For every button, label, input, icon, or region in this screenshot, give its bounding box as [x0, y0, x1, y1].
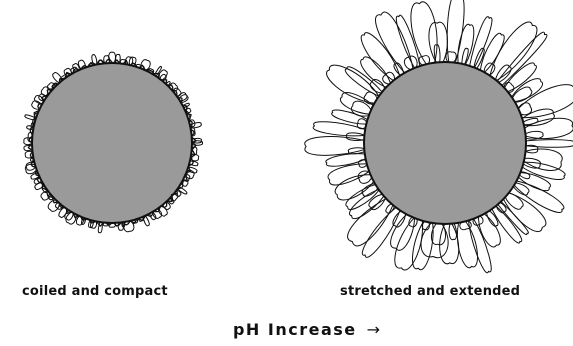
- extended-chain: [362, 207, 400, 257]
- extended-chain-inner: [346, 133, 365, 141]
- coiled-particle: [24, 52, 203, 233]
- particle-core-right: [364, 62, 526, 224]
- extended-chain: [525, 140, 573, 148]
- extended-chain: [327, 65, 380, 103]
- extended-chain: [305, 137, 365, 156]
- ph-axis: pH Increase →: [0, 320, 573, 339]
- extended-chain: [332, 110, 369, 124]
- extended-particle: [305, 0, 573, 273]
- particle-core-left: [32, 63, 192, 223]
- extended-chain: [429, 22, 448, 63]
- extended-chain: [492, 205, 522, 243]
- extended-chain: [490, 22, 537, 81]
- extended-chain-inner: [462, 48, 468, 65]
- extended-chain: [518, 172, 551, 190]
- axis-label: pH Increase: [233, 320, 357, 339]
- extended-chain: [497, 201, 528, 235]
- extended-chain: [522, 162, 566, 179]
- caption-extended: stretched and extended: [340, 284, 520, 299]
- right-arrow-icon: →: [367, 320, 380, 339]
- extended-chain: [518, 85, 573, 118]
- caption-coiled: coiled and compact: [22, 284, 168, 299]
- extended-chain: [349, 189, 384, 218]
- extended-chain: [524, 118, 573, 138]
- extended-chain-inner: [522, 118, 538, 124]
